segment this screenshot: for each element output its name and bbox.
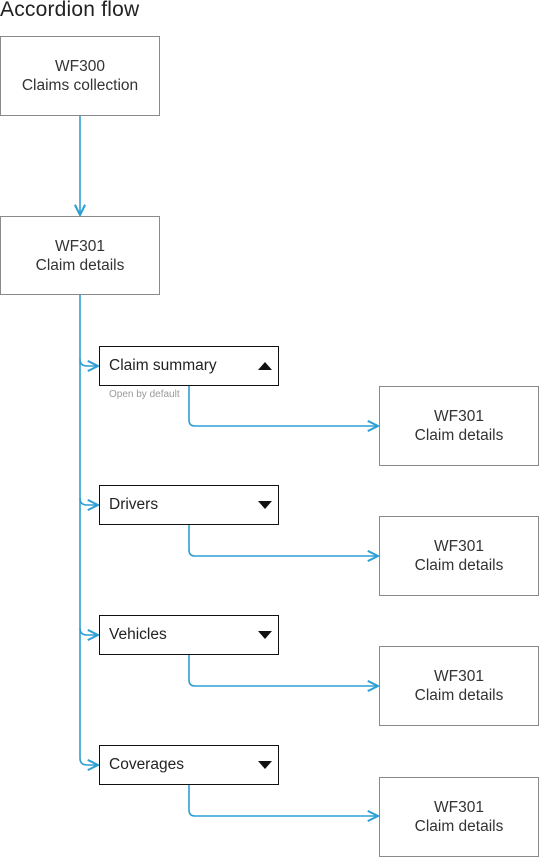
node-code: WF301 xyxy=(434,799,484,816)
connector-to-drivers xyxy=(79,497,98,505)
accordion-drivers[interactable]: Drivers xyxy=(99,485,279,525)
node-name: Claim details xyxy=(414,818,504,835)
connector-drivers-to-details xyxy=(188,525,378,556)
caret-down-icon xyxy=(258,631,272,639)
node-code: WF300 xyxy=(55,58,105,75)
node-code: WF301 xyxy=(55,237,105,255)
caret-up-icon xyxy=(258,362,272,370)
node-name: Claim details xyxy=(414,427,504,444)
node-wf300: WF300 Claims collection xyxy=(0,36,160,116)
accordion-label: Claim summary xyxy=(109,357,217,374)
connector-to-claim-summary xyxy=(79,358,98,366)
node-name: Claim details xyxy=(414,687,504,704)
node-name: Claims collection xyxy=(21,77,139,94)
connector-vehicles-to-details xyxy=(188,655,378,686)
node-code: WF301 xyxy=(434,538,484,555)
diagram-title: Accordion flow xyxy=(0,0,140,21)
open-by-default-note: Open by default xyxy=(109,389,180,400)
accordion-coverages[interactable]: Coverages xyxy=(99,745,279,785)
node-code: WF301 xyxy=(434,408,484,425)
connector-spine xyxy=(79,295,98,765)
accordion-label: Vehicles xyxy=(109,626,167,643)
node-name: Claim details xyxy=(35,256,125,274)
accordion-vehicles[interactable]: Vehicles xyxy=(99,615,279,655)
connector-to-vehicles xyxy=(79,627,98,635)
accordion-label: Drivers xyxy=(109,496,159,513)
caret-down-icon xyxy=(258,501,272,509)
connector-coverages-to-details xyxy=(188,785,378,816)
accordion-claim-summary[interactable]: Claim summary xyxy=(99,346,279,386)
node-name: Claim details xyxy=(414,557,504,574)
node-vehicles-target: WF301 Claim details xyxy=(379,646,539,726)
node-claim-summary-target: WF301 Claim details xyxy=(379,386,539,466)
caret-down-icon xyxy=(258,761,272,769)
accordion-label: Coverages xyxy=(109,756,184,773)
connector-claim-summary-to-details xyxy=(188,386,378,426)
node-drivers-target: WF301 Claim details xyxy=(379,516,539,596)
node-wf301-main: WF301 Claim details xyxy=(0,216,160,295)
node-code: WF301 xyxy=(434,668,484,685)
node-coverages-target: WF301 Claim details xyxy=(379,777,539,857)
